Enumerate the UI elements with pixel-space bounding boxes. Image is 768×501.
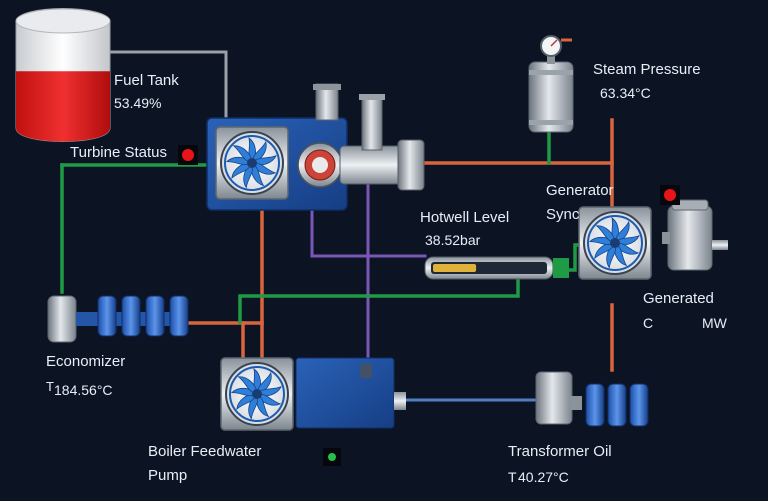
fuel-tank-value: 53.49% [114,95,162,111]
turbine-unit[interactable] [206,83,425,211]
hotwell-level-gauge[interactable] [424,256,569,280]
generated-unit: MW [702,315,727,331]
economizer-value: 184.56°C [54,382,113,398]
generator-fan-icon [578,206,652,280]
generator-sync-label-line2: Sync [546,206,580,223]
boiler-feedwater-pump-label-line1: Boiler Feedwater [148,443,262,460]
steam-pressure-value: 63.34°C [600,85,651,101]
steam-pressure-vessel[interactable] [528,35,574,133]
boiler-feedwater-pump-label-line2: Pump [148,467,188,484]
pump-status-indicator [323,448,341,466]
generator-unit[interactable] [578,199,728,280]
turbine-status-indicator [178,145,198,165]
fuel-tank-label: Fuel Tank [114,72,179,89]
turbine-fan-icon [215,126,289,200]
generator-sync-label-line1: Generator [546,182,614,199]
fuel-tank[interactable] [15,8,111,142]
pressure-gauge-icon [540,35,572,57]
fuel-line-pipe [108,50,228,120]
economizer-unit[interactable] [47,295,189,343]
hotwell-level-value: 38.52bar [425,232,481,248]
transformer-unit[interactable] [535,371,649,427]
boiler-feedwater-pump[interactable] [220,357,406,431]
turbine-status-label: Turbine Status [70,144,167,161]
generator-sync-indicator [660,185,680,205]
steam-pressure-label: Steam Pressure [593,61,701,78]
transformer-oil-label: Transformer Oil [508,443,612,460]
pump-fan-icon [220,357,294,431]
economizer-value-prefix: T [46,379,54,394]
hotwell-level-fill [433,264,477,272]
generated-prefix: C [643,315,654,331]
fuel-level-fill [16,71,110,142]
generated-label: Generated [643,290,714,307]
economizer-label: Economizer [46,353,126,370]
transformer-oil-value-prefix: T [508,469,517,485]
transformer-oil-value: 40.27°C [518,469,569,485]
hotwell-level-label: Hotwell Level [420,209,510,226]
